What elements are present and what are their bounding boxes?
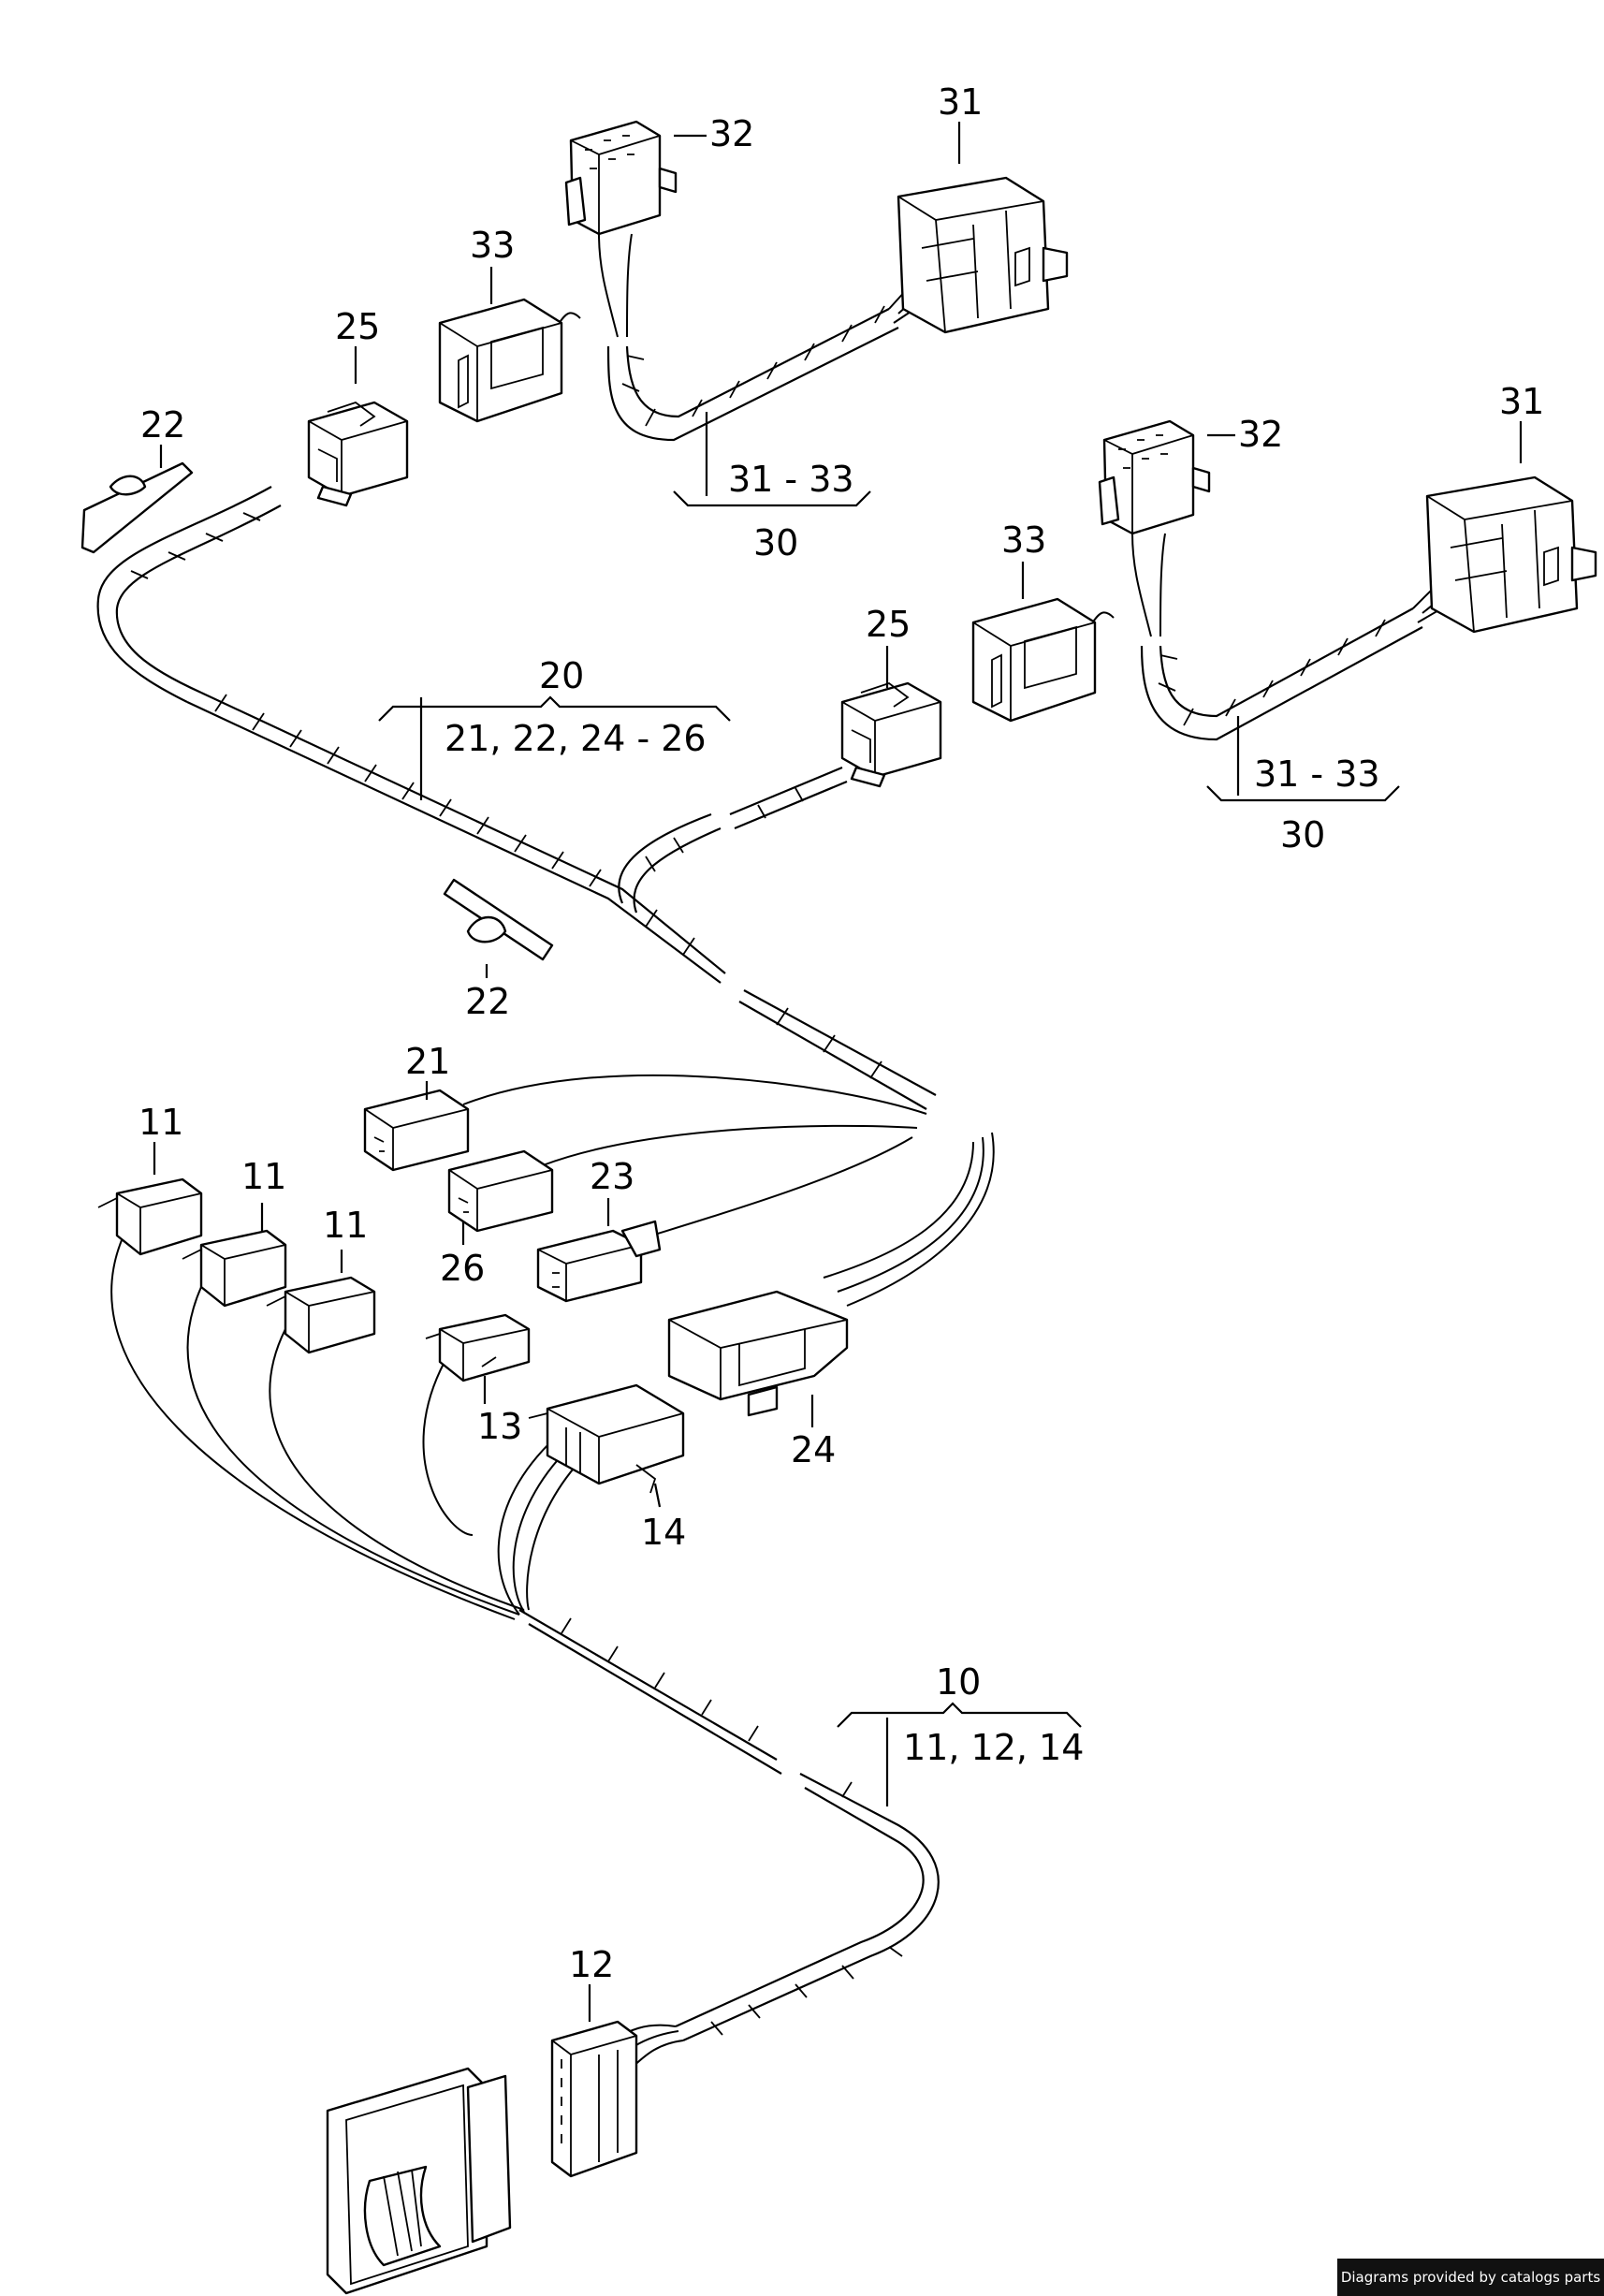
connector-33-top bbox=[438, 298, 563, 423]
label-21: 21 bbox=[405, 1041, 450, 1082]
label-11-c: 11 bbox=[323, 1205, 368, 1246]
harness-sleeve-lower bbox=[518, 1609, 940, 2079]
harness-sleeve-main bbox=[96, 486, 937, 1110]
harness-assembly-top bbox=[80, 120, 1069, 554]
connector-11-b bbox=[182, 1229, 287, 1308]
label-25-mid: 25 bbox=[866, 604, 911, 645]
label-11-a: 11 bbox=[139, 1102, 183, 1143]
label-12: 12 bbox=[569, 1944, 614, 1985]
connector-11-c bbox=[266, 1276, 376, 1354]
group-30-top-range: 31 - 33 bbox=[728, 459, 854, 500]
clip-22-mid bbox=[443, 878, 554, 961]
group-10-total: 10 bbox=[936, 1661, 981, 1703]
label-22-top: 22 bbox=[140, 404, 185, 446]
connector-32-right bbox=[1098, 419, 1211, 535]
connector-25-mid bbox=[840, 681, 942, 788]
label-23: 23 bbox=[590, 1156, 634, 1197]
label-24: 24 bbox=[791, 1429, 836, 1470]
connector-26 bbox=[447, 1149, 554, 1233]
label-32-right: 32 bbox=[1238, 414, 1283, 455]
clip-22-top bbox=[80, 461, 194, 554]
group-30-right-total: 30 bbox=[1280, 814, 1325, 856]
label-22-mid: 22 bbox=[465, 981, 510, 1022]
connector-31-top bbox=[897, 176, 1069, 334]
connector-31-right bbox=[1425, 475, 1597, 634]
connector-11-a bbox=[97, 1177, 203, 1256]
label-25-top: 25 bbox=[335, 306, 380, 347]
connector-24 bbox=[667, 1290, 849, 1417]
connector-21 bbox=[363, 1089, 470, 1172]
harness-assembly-right bbox=[840, 419, 1597, 788]
connector-33-right bbox=[971, 597, 1097, 723]
label-33-right: 33 bbox=[1001, 519, 1046, 561]
connector-25-top bbox=[307, 401, 409, 507]
connector-13 bbox=[425, 1313, 531, 1382]
label-14: 14 bbox=[641, 1512, 686, 1553]
group-20-total: 20 bbox=[539, 655, 584, 696]
switch-module bbox=[326, 2067, 512, 2295]
label-13: 13 bbox=[477, 1406, 522, 1447]
group-20-range: 21, 22, 24 - 26 bbox=[445, 718, 707, 759]
group-10-range: 11, 12, 14 bbox=[903, 1727, 1084, 1768]
group-30-right-range: 31 - 33 bbox=[1254, 753, 1380, 795]
callouts: 31 32 33 25 22 31 32 33 25 22 21 26 23 2… bbox=[139, 81, 1544, 1985]
connector-32-top bbox=[564, 120, 678, 236]
connector-23 bbox=[536, 1220, 662, 1303]
connector-12 bbox=[550, 2020, 638, 2178]
label-32-top: 32 bbox=[709, 113, 754, 154]
group-30-top-total: 30 bbox=[753, 522, 798, 563]
leader-lines bbox=[153, 122, 1523, 2022]
label-33-top: 33 bbox=[470, 225, 515, 266]
label-31-top: 31 bbox=[938, 81, 983, 123]
label-11-b: 11 bbox=[241, 1156, 286, 1197]
wire-bundle-lower bbox=[110, 1239, 591, 1620]
connector-14 bbox=[528, 1383, 685, 1494]
label-26: 26 bbox=[440, 1248, 485, 1289]
wire-bundle-upper bbox=[462, 1074, 995, 1307]
credit-banner: Diagrams provided by catalogs parts bbox=[1337, 2259, 1604, 2296]
label-31-right: 31 bbox=[1499, 381, 1544, 422]
